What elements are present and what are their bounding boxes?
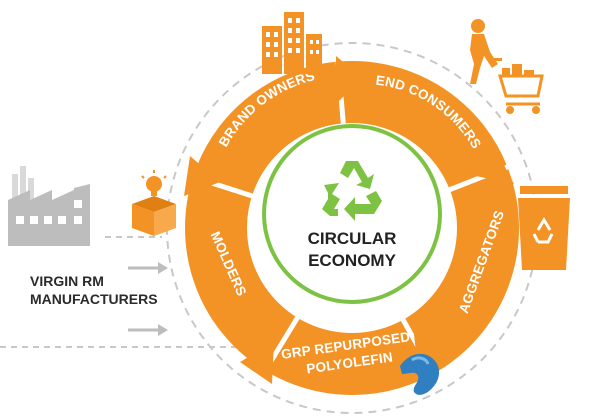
arrow-tip-1 [336,56,362,104]
factory-icon [8,166,90,246]
arrow-tip-4 [240,342,274,384]
virgin-rm-label-line2: MANUFACTURERS [30,291,158,307]
arrow-head-bottom [158,324,168,336]
center-title-line2: ECONOMY [308,251,397,270]
lightbulb-box-icon [132,170,176,236]
arrow-tip-2 [476,146,514,184]
input-arrows [128,262,168,336]
shopping-cart-icon [470,19,544,114]
building-icon [262,12,322,74]
virgin-rm-label-line1: VIRGIN RM [30,273,104,289]
center-title-line1: CIRCULAR [308,229,397,248]
arrow-head-top [158,262,168,274]
orange-ring [185,61,519,395]
arrow-tip-5 [184,156,220,196]
polyolefin-shape-icon [400,353,440,395]
recycle-bin-icon [518,186,570,270]
recycle-icon [322,161,382,221]
